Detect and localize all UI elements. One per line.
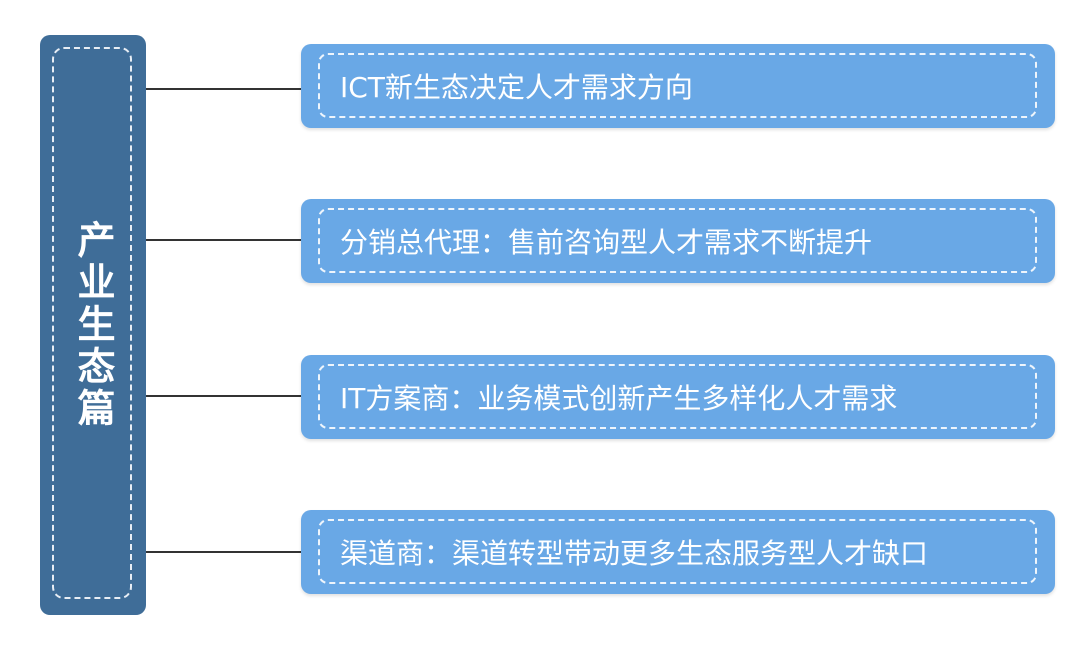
category-title: 产业生态篇 [71,220,115,430]
item-text-3: IT方案商：业务模式创新产生多样化人才需求 [340,381,898,415]
connector-line-2 [146,239,302,241]
item-box-3-dashed-border: IT方案商：业务模式创新产生多样化人才需求 [318,364,1037,429]
connector-line-4 [146,551,302,553]
category-panel-dashed-border [52,47,132,599]
item-box-1-dashed-border: ICT新生态决定人才需求方向 [318,53,1037,118]
item-text-1: ICT新生态决定人才需求方向 [340,70,693,104]
item-text-4: 渠道商：渠道转型带动更多生态服务型人才缺口 [340,536,929,570]
item-box-4: 渠道商：渠道转型带动更多生态服务型人才缺口 [301,510,1055,594]
item-box-4-dashed-border: 渠道商：渠道转型带动更多生态服务型人才缺口 [318,519,1037,584]
connector-line-1 [146,88,302,90]
item-box-2-dashed-border: 分销总代理：售前咨询型人才需求不断提升 [318,208,1037,273]
connector-line-3 [146,395,302,397]
item-box-1: ICT新生态决定人才需求方向 [301,44,1055,128]
item-box-3: IT方案商：业务模式创新产生多样化人才需求 [301,355,1055,439]
category-panel [40,35,146,615]
category-title-wrapper: 产业生态篇 [40,35,146,615]
item-box-2: 分销总代理：售前咨询型人才需求不断提升 [301,199,1055,283]
item-text-2: 分销总代理：售前咨询型人才需求不断提升 [340,225,873,259]
